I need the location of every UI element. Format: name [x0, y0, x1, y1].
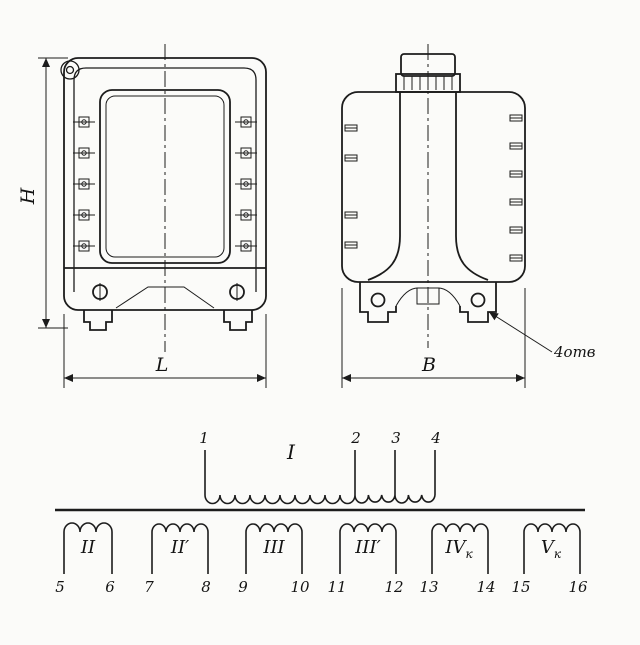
coil-top-hatching [403, 76, 453, 90]
terminal-tick [509, 198, 523, 206]
winding-label: III′ [354, 537, 380, 558]
terminal-tick [509, 226, 523, 234]
winding-label: II′ [170, 537, 189, 558]
winding-label: III [262, 537, 285, 558]
coil-right-edge [455, 92, 489, 281]
terminal-number: 16 [568, 578, 588, 596]
foot-hole-left [370, 292, 386, 308]
bolt [234, 116, 258, 128]
terminal-number: 6 [105, 578, 115, 596]
side-body [341, 91, 526, 283]
winding-schematic: 1 2 3 4 I II 5 6 II′ 7 8 III 9 10 III′ 1… [55, 429, 588, 596]
primary-coil [204, 494, 436, 505]
terminal-number: 1 [199, 429, 209, 447]
strap-eyelet-outer [60, 60, 80, 80]
terminal-tick [509, 170, 523, 178]
core-window [99, 89, 231, 264]
core-window-inner [105, 95, 225, 258]
terminal-number: 10 [290, 578, 310, 596]
front-foot-left [83, 310, 113, 331]
secondary-coil [151, 523, 209, 574]
terminal-tick [509, 142, 523, 150]
front-foot-right [223, 310, 253, 331]
terminal-number: 13 [419, 578, 438, 596]
dim-label-width-side: B [421, 354, 436, 376]
winding-label: II [80, 537, 96, 558]
bolt [72, 116, 96, 128]
terminal-number: 11 [327, 578, 346, 596]
secondary-coil [339, 523, 397, 574]
secondary-coil [245, 523, 303, 574]
front-strap [73, 67, 257, 292]
dim-label-width-front: L [155, 354, 169, 376]
side-foot-left [359, 282, 397, 323]
bolt [234, 209, 258, 221]
terminal-tick [344, 211, 358, 219]
terminal-number: 4 [430, 429, 441, 447]
terminal-number: 7 [144, 578, 154, 596]
bracket-rib [115, 286, 215, 309]
terminal-number: 15 [511, 578, 530, 596]
center-leg [416, 287, 440, 305]
bolt [234, 147, 258, 159]
bolt [72, 240, 96, 252]
terminal-tick [344, 241, 358, 249]
terminal-number: 14 [476, 578, 495, 596]
terminal-tick [344, 124, 358, 132]
terminal-number: 5 [55, 578, 65, 596]
winding-label: IVк [444, 537, 473, 561]
terminal-tick [509, 254, 523, 262]
side-view [341, 44, 526, 348]
bolt [234, 240, 258, 252]
primary-leads [204, 450, 436, 495]
bolt [72, 147, 96, 159]
side-foot-right [459, 282, 497, 323]
foot-hole-right [470, 292, 486, 308]
front-view [60, 44, 267, 352]
side-dimensions: B 4отв [341, 288, 596, 388]
terminal-tick [509, 114, 523, 122]
terminal-number: 12 [384, 578, 403, 596]
front-outer-shell [63, 57, 267, 311]
dim-label-height: H [17, 187, 39, 205]
coil-left-edge [367, 92, 401, 281]
terminal-number: 2 [350, 429, 361, 447]
terminal-number: 3 [391, 429, 401, 447]
coil-top-base [395, 73, 461, 93]
bolt [234, 178, 258, 190]
winding-label: Vк [541, 537, 562, 561]
bolt [72, 178, 96, 190]
winding-label-primary: I [286, 440, 296, 464]
holes-leader-line [488, 311, 553, 353]
terminal-number: 8 [201, 578, 211, 596]
bolt [72, 209, 96, 221]
front-dimensions: H L [17, 57, 267, 388]
secondary-coil [431, 523, 489, 574]
secondary-coil [63, 522, 113, 574]
strap-eyelet-inner [65, 65, 75, 75]
terminal-number: 9 [238, 578, 248, 596]
secondary-coil [523, 523, 581, 574]
terminal-tick [344, 154, 358, 162]
holes-note: 4отв [553, 343, 596, 361]
